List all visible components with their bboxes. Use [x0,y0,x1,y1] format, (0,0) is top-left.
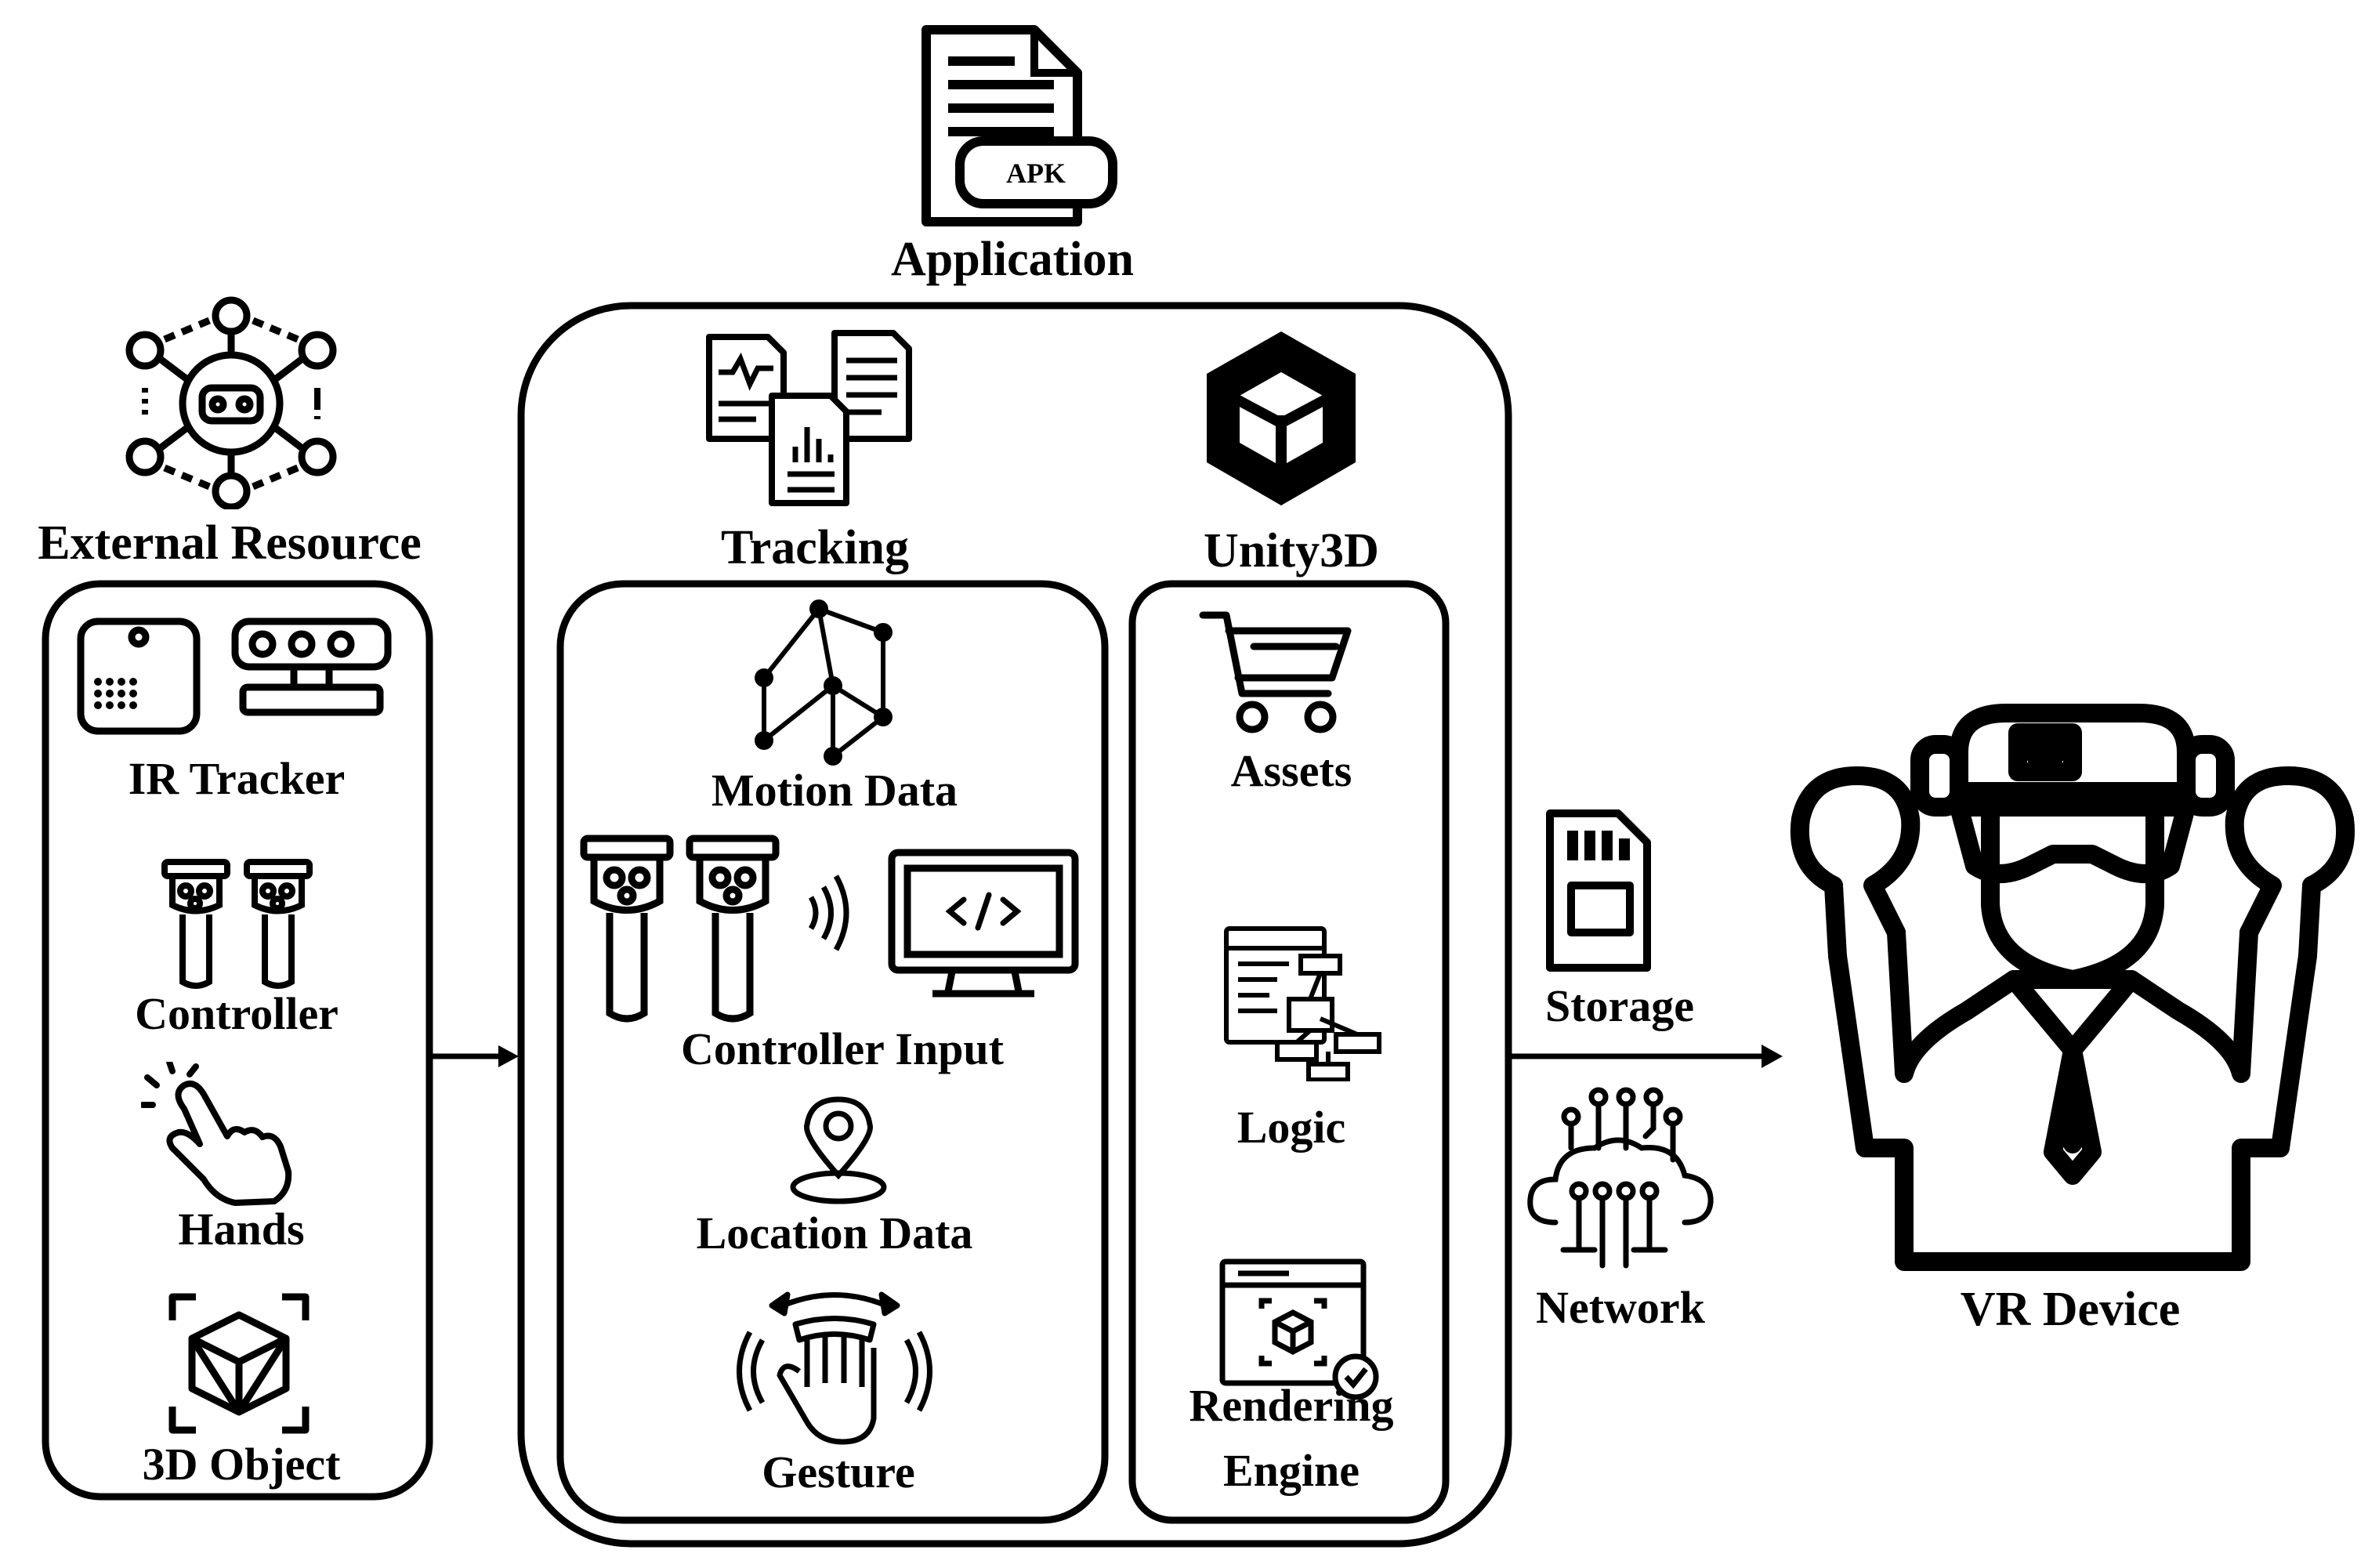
controller-input-label: Controller Input [681,1023,1004,1074]
vr-controller-icon [161,859,313,989]
vr-device-label: VR Device [1960,1283,2181,1336]
rendering-label: Rendering [1189,1380,1394,1431]
flowchart-icon [1224,926,1381,1081]
location-pin-icon [790,1096,887,1204]
controller-label: Controller [135,988,339,1039]
code-monitor-icon [888,849,1079,998]
output-arrow [1508,1045,1783,1068]
logic-label: Logic [1237,1102,1346,1153]
vr-user-icon [1790,704,2355,1271]
location-data-label: Location Data [696,1208,973,1258]
network-hub-icon [125,296,337,509]
hands-label: Hands [178,1204,305,1255]
documents-icon [706,330,912,506]
tracking-title: Tracking [721,521,909,574]
3d-cube-icon [168,1293,310,1434]
wireless-signal-icon [808,875,849,951]
gesture-label: Gesture [762,1447,915,1497]
apk-text: APK [1006,158,1066,189]
gesture-hand-icon [737,1291,932,1445]
application-box [517,302,1512,1548]
sd-card-icon [1546,809,1651,972]
network-label: Network [1536,1282,1705,1333]
storage-label: Storage [1544,980,1695,1031]
cloud-network-icon [1527,1087,1714,1269]
vr-controller-icon [580,835,780,1023]
input-arrow [429,1045,519,1067]
external-resource-title: External Resource [38,516,422,570]
shopping-cart-icon [1199,611,1352,733]
apk-file-icon: APK [921,25,1117,226]
ir-tracker-icon [77,617,392,735]
application-title: Application [890,233,1135,286]
motion-graph-icon [755,599,893,766]
render-window-icon [1219,1258,1379,1400]
unity-box [1128,580,1450,1524]
engine-label: Engine [1222,1445,1360,1496]
assets-label: Assets [1230,745,1352,796]
tap-hand-icon [141,1062,292,1206]
motion-data-label: Motion Data [711,765,958,816]
ir-tracker-label: IR Tracker [128,753,346,804]
unity-title: Unity3D [1204,524,1379,578]
external-resource-box [42,580,433,1501]
3d-object-label: 3D Object [142,1439,341,1490]
unity-logo-icon [1207,331,1356,505]
tracking-box [556,580,1109,1524]
